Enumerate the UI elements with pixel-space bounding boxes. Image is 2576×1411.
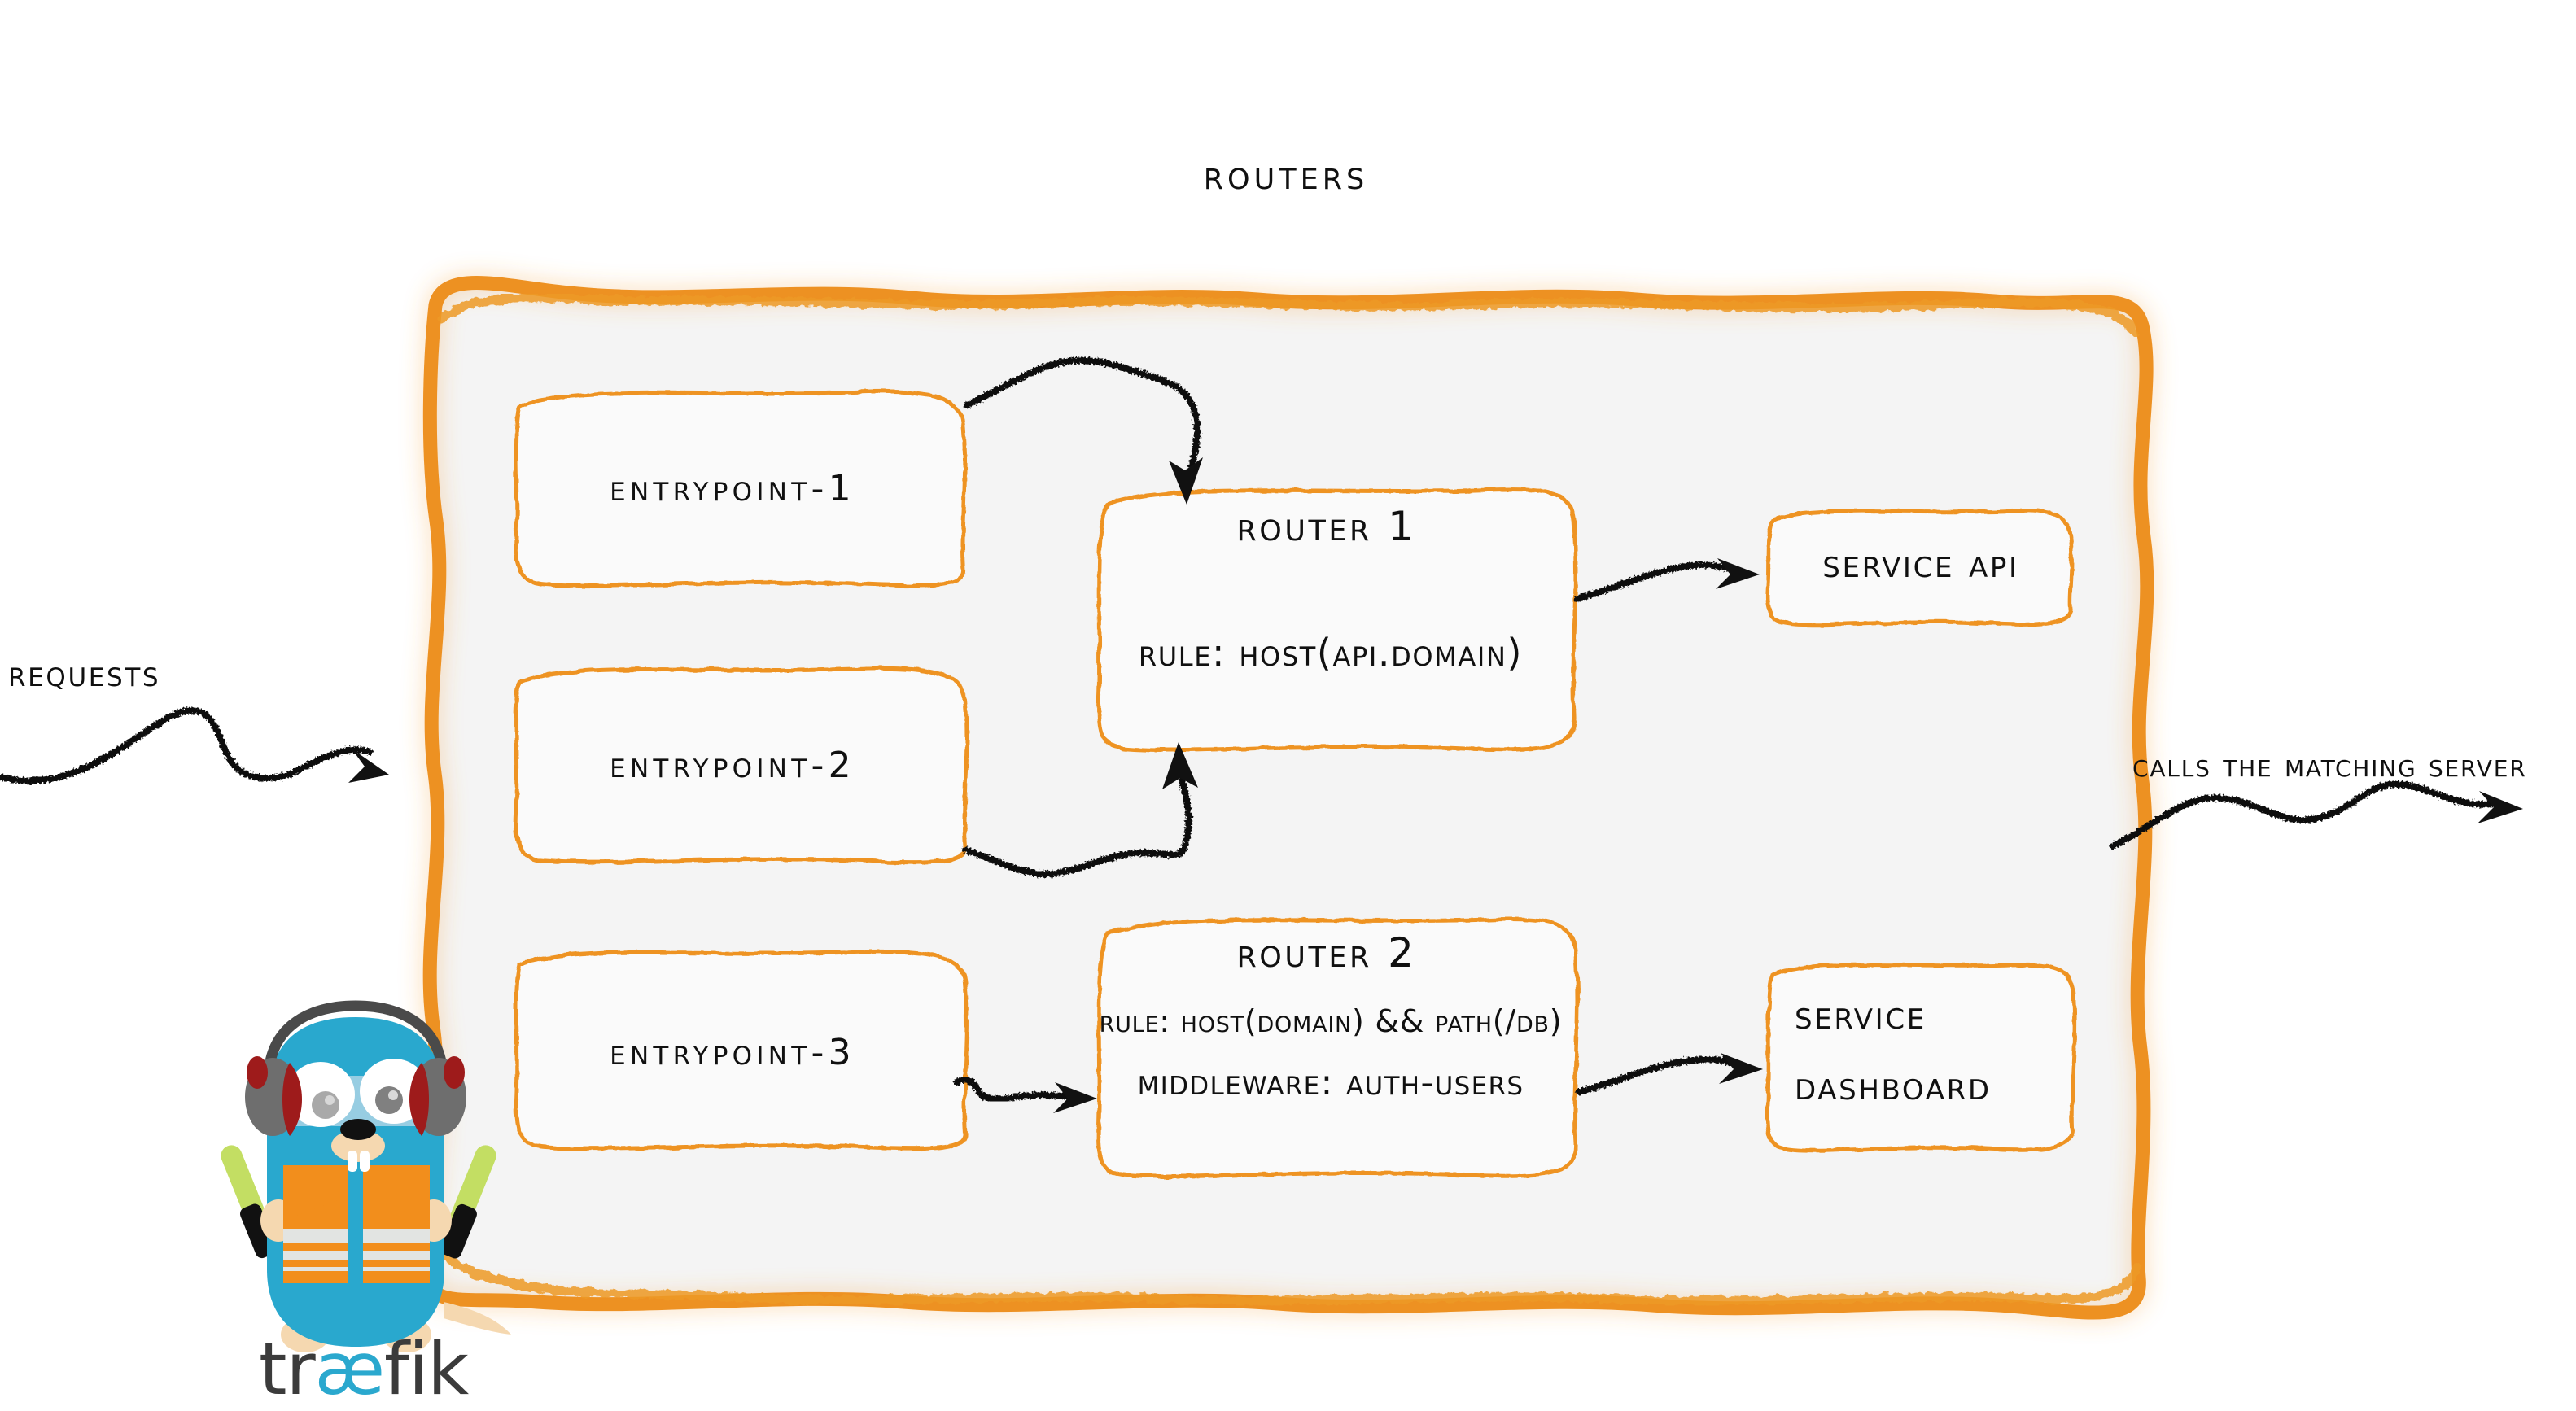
arrow-entrypoint3-to-router2 [954,1076,1097,1113]
arrow-entrypoint1-to-router1 [964,356,1203,505]
traefik-gopher-mascot [221,1000,511,1352]
gopher-tail [444,1302,511,1335]
arrow-router1-to-service-api [1574,558,1760,602]
entrypoint-box-2[interactable] [514,666,969,865]
router-box-1[interactable] [1096,487,1578,753]
entrypoint-box-3[interactable] [514,949,969,1151]
router-box-2[interactable] [1096,917,1580,1179]
marshalling-wand-right [440,1145,496,1259]
arrow-requests-in [0,707,389,784]
entrypoint-box-1[interactable] [514,389,968,588]
service-box-dashboard[interactable] [1765,963,2077,1153]
gopher-headphones [245,1000,466,1136]
arrow-router2-to-service-dashboard [1576,1053,1763,1095]
gopher-nose [340,1119,376,1140]
arrow-calls-out [2110,780,2523,850]
service-box-api[interactable] [1765,509,2074,627]
arrow-entrypoint2-to-router1 [962,742,1198,878]
gopher-safety-vest [283,1165,430,1283]
gopher-muzzle [331,1129,385,1162]
